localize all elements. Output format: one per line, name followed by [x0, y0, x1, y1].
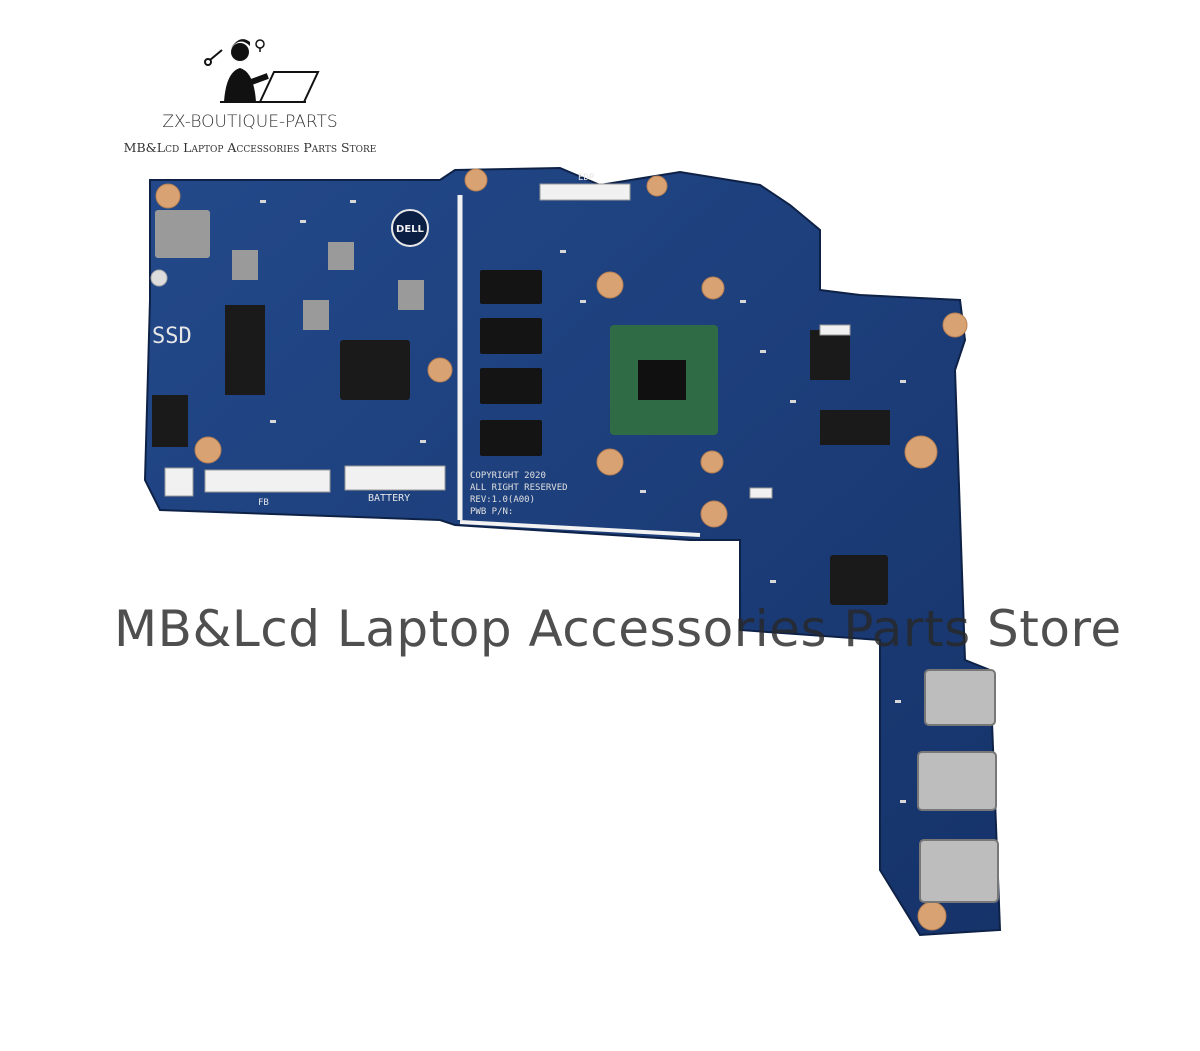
silk-battery: BATTERY: [368, 493, 410, 504]
store-watermark: MB&Lcd Laptop Accessories Parts Store: [114, 600, 1122, 658]
pcb-board: [143, 166, 1002, 937]
svg-text:COPYRIGHT 2020: COPYRIGHT 2020: [470, 471, 546, 481]
silk-edp: EDP: [578, 173, 595, 183]
memory-chips: [480, 270, 542, 456]
svg-text:ALL RIGHT RESERVED: ALL RIGHT RESERVED: [470, 483, 568, 493]
connectors: [164, 183, 851, 499]
cpu-die: [638, 360, 686, 400]
silk-copyright: COPYRIGHT 2020 ALL RIGHT RESERVED REV:1.…: [470, 471, 568, 517]
brand-name: ZX-BOUTIQUE-PARTS: [162, 112, 338, 132]
dell-logo-text: DELL: [396, 224, 425, 235]
store-logo: [204, 39, 320, 103]
usb-ports: [917, 669, 999, 903]
mounting-pads: [150, 168, 968, 931]
svg-text:REV:1.0(A00): REV:1.0(A00): [470, 495, 535, 505]
silk-fb: FB: [258, 498, 269, 508]
technician-icon: [224, 39, 269, 102]
brand-tagline: MB&Lcd Laptop Accessories Parts Store: [123, 140, 377, 155]
silk-ssd: SSD: [152, 324, 192, 349]
inductors: [155, 210, 424, 330]
lightbulb-icon: [255, 39, 265, 52]
svg-text:PWB P/N:: PWB P/N:: [470, 507, 513, 517]
dell-logo: DELL: [391, 209, 429, 247]
ic-chips: [152, 305, 890, 605]
smd-components: [260, 200, 906, 803]
laptop-icon: [220, 71, 320, 103]
wrench-icon: [204, 49, 223, 66]
